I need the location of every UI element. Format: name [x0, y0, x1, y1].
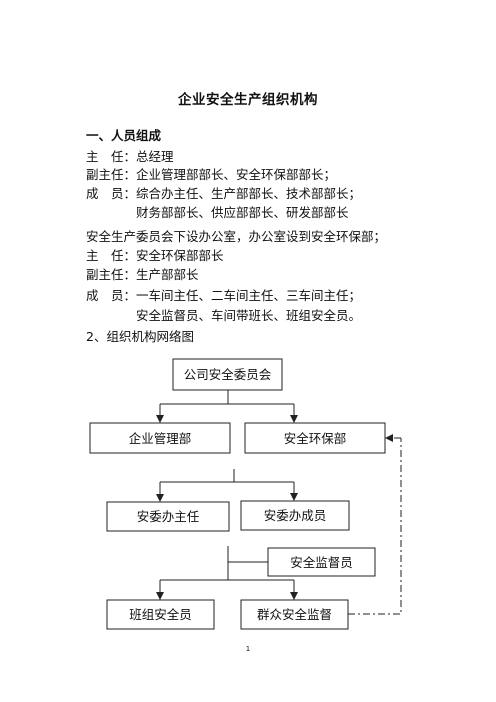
text-line: 成 员：综合办主任、生产部部长、技术部部长； [86, 186, 362, 201]
label-mgmt-dept: 企业管理部 [129, 431, 192, 446]
label-team-safety: 班组安全员 [129, 607, 192, 622]
text-line: 副主任：生产部部长 [86, 267, 199, 282]
text-line: 副主任：企业管理部部长、安全环保部部长； [86, 167, 337, 182]
connector-office-frontline [156, 546, 298, 600]
label-office-members: 安委办成员 [264, 508, 327, 523]
document-title: 企业安全生产组织机构 [178, 92, 318, 108]
box-office-director [106, 501, 230, 532]
box-safety-dept [244, 422, 386, 454]
label-committee: 公司安全委员会 [184, 367, 272, 382]
box-mgmt-dept [89, 422, 231, 454]
label-mass-supervision: 群众安全监督 [257, 607, 332, 622]
text-line: 主 任：安全环保部部长 [86, 248, 224, 263]
text-line: 成 员：一车间主任、二车间主任、三车间主任； [86, 288, 362, 303]
connector-departments-office [156, 469, 298, 502]
box-team-safety [106, 599, 215, 630]
box-office-members [240, 500, 350, 531]
text-line: 主 任：总经理 [86, 149, 174, 164]
connector-feedback-dashdot [348, 434, 402, 615]
page-number: 1 [245, 645, 251, 653]
label-office-director: 安委办主任 [137, 509, 200, 524]
box-committee [172, 358, 283, 391]
label-supervisor: 安全监督员 [290, 555, 353, 570]
label-safety-dept: 安全环保部 [284, 431, 347, 446]
text-line: 安全生产委员会下设办公室，办公室设到安全环保部； [86, 229, 387, 244]
section-heading-network-chart: 2、组织机构网络图 [86, 329, 194, 344]
connector-committee-departments [156, 390, 298, 423]
section-heading-personnel: 一、人员组成 [86, 128, 162, 143]
text-line: 财务部部长、供应部部长、研发部部长 [86, 205, 349, 220]
box-mass-supervision [240, 599, 349, 630]
text-line: 安全监督员、车间带班长、班组安全员。 [86, 308, 362, 323]
